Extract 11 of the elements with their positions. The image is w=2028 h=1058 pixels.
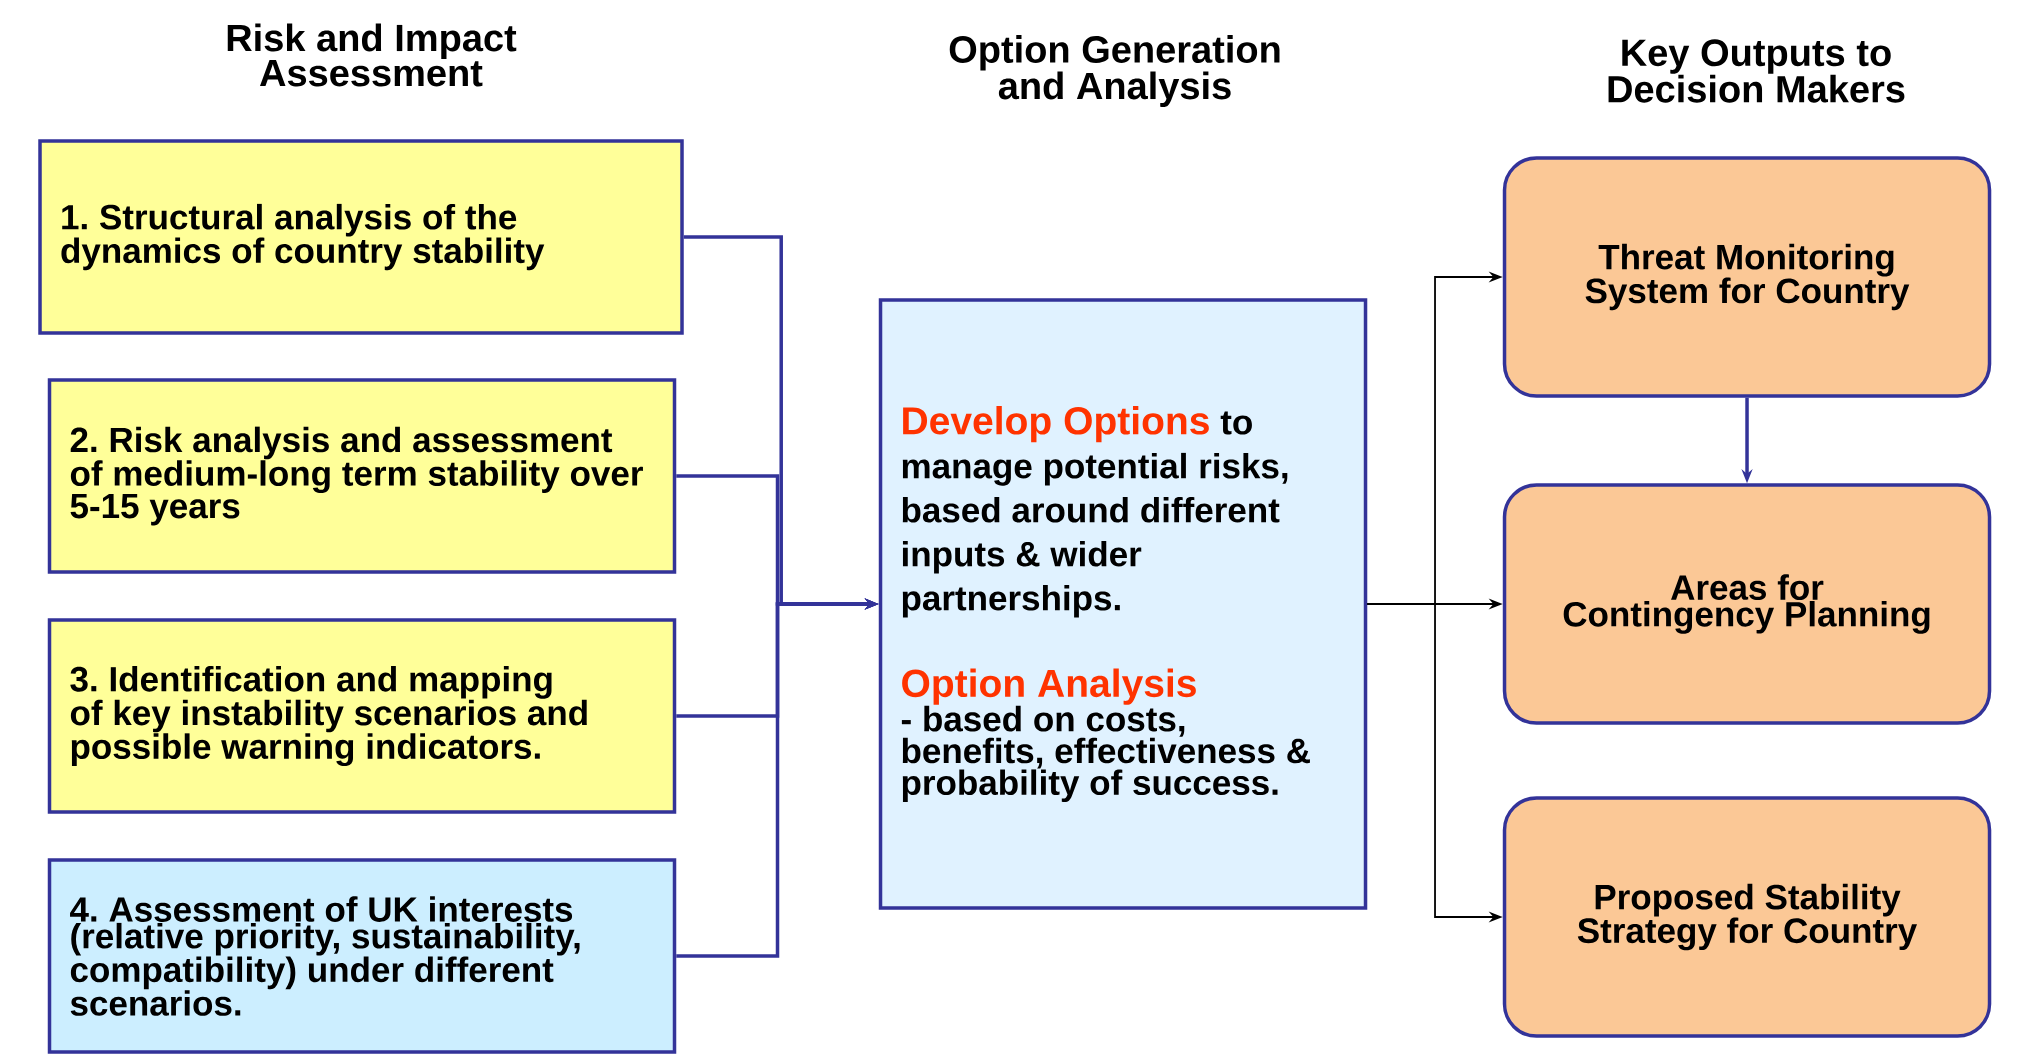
step-box: 2. Risk analysis and assessment of medium-long term stability over 5-15 years <box>47 378 677 574</box>
output-box: Proposed Stability Strategy for Country <box>1502 796 1992 1038</box>
column-heading: Risk and Impact Assessment <box>227 23 517 87</box>
column-heading: Option Generation and Analysis <box>949 35 1280 107</box>
process-box: Develop Options to manage potential risks, based around different inputs & wider partnerships. Option Analysis - based on costs, benefits, effectiveness & probability of success. <box>878 298 1368 910</box>
output-box: Threat Monitoring System for Country <box>1502 156 1992 398</box>
step-box: 4. Assessment of UK interests (relative priority, sustainability, compatibility) under different scenarios. <box>47 858 677 1054</box>
column-heading: Key Outputs to Decision Makers <box>1608 39 1905 103</box>
output-box: Areas for Contingency Planning <box>1502 483 1992 725</box>
step-box: 3. Identification and mapping of key instability scenarios and possible warning indicators. <box>47 618 677 814</box>
step-box: 1. Structural analysis of the dynamics of country stability <box>38 139 684 335</box>
